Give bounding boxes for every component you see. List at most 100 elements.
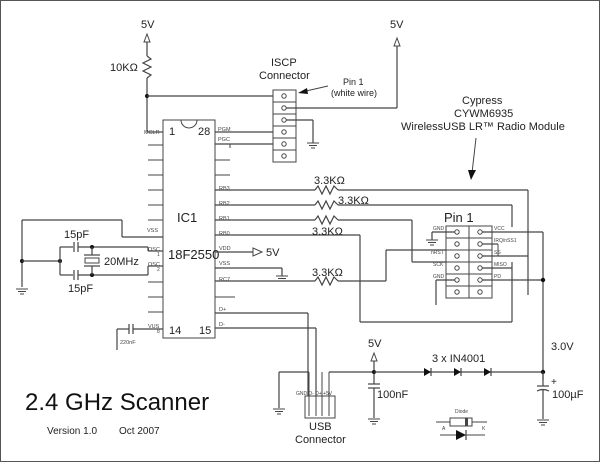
resistor-value: 3.3KΩ <box>314 175 345 187</box>
pullup-value: 10KΩ <box>110 62 138 74</box>
resistor-value: 3.3KΩ <box>312 267 343 279</box>
usb-connector: GND D- D+ +5V USB Connector <box>295 372 346 446</box>
ground-icon <box>307 142 319 149</box>
osc2-sub: 2 <box>157 267 160 273</box>
supply-arrow-icon <box>252 247 264 257</box>
wire-rb0: 3.3KΩ <box>215 226 513 323</box>
schematic-title: 2.4 GHz Scanner <box>25 389 209 416</box>
module-pin-nrst: nRST <box>431 250 444 256</box>
ground-icon <box>537 419 549 426</box>
supply-label: 5V <box>266 247 280 259</box>
rail-label: 3.0V <box>551 341 574 353</box>
arrow-icon <box>468 170 476 180</box>
ic1: 1 28 IC1 18F2550 14 15 MCLR VSS OSC OSC … <box>144 119 235 339</box>
resistor-rb3: 3.3KΩ <box>215 175 529 295</box>
pin-rb2: RB2 <box>219 201 230 207</box>
ic-pin28-number: 28 <box>198 126 210 138</box>
module-pin-vcc: VCC <box>494 226 505 232</box>
diode-icon <box>454 368 462 376</box>
vusb-sub: 8 <box>157 329 160 335</box>
cap-value: 220nF <box>120 340 136 346</box>
resistor-value: 3.3KΩ <box>338 195 369 207</box>
ic-pin15-number: 15 <box>199 325 211 337</box>
pin-vss-right: VSS <box>219 261 230 267</box>
cap-value: 15pF <box>64 229 89 241</box>
pin-mclr: MCLR <box>144 130 160 136</box>
module-vendor: Cypress <box>462 95 503 107</box>
resistor-value: 3.3KΩ <box>312 226 343 238</box>
ic-part: 18F2550 <box>168 247 219 262</box>
module-part: CYWM6935 <box>454 108 513 120</box>
arrow-icon <box>298 88 308 94</box>
resistor-rb1 <box>215 214 456 263</box>
module-pin-gnd: GND <box>433 226 445 232</box>
pin-osc2: OSC <box>148 262 160 268</box>
ic-pin1-number: 1 <box>169 126 175 138</box>
supply-arrow-icon <box>393 36 401 47</box>
module-pin1-label: Pin 1 <box>444 210 474 225</box>
supply-arrow-icon <box>370 351 378 362</box>
supply-arrow-icon <box>143 32 151 43</box>
ground-icon <box>273 408 285 415</box>
resistor-rb2: 3.3KΩ <box>215 195 513 227</box>
pin-rc7: RC7 <box>219 277 230 283</box>
module-pin-miso: MISO <box>494 262 507 268</box>
diode-icon <box>456 430 466 440</box>
radio-module-label: Cypress CYWM6935 WirelessUSB LR™ Radio M… <box>401 95 565 180</box>
crystal-value: 20MHz <box>104 256 139 268</box>
module-desc: WirelessUSB LR™ Radio Module <box>401 121 565 133</box>
legend-anode: A <box>442 426 446 432</box>
ground-icon <box>16 288 28 295</box>
usb-bypass-capacitor: 100nF <box>368 383 408 418</box>
note-line2: (white wire) <box>331 88 377 98</box>
iscp-title: ISCP <box>271 57 297 69</box>
pin-dminus: D- <box>219 322 225 328</box>
ground-icon <box>276 275 288 282</box>
ground-icon <box>368 418 380 425</box>
vusb-capacitor: 220nF <box>116 324 163 350</box>
usb-title-2: Connector <box>295 434 346 446</box>
ground-icon <box>426 239 438 246</box>
supply-label: 5V <box>390 19 404 31</box>
iscp-pin1-note: Pin 1 (white wire) <box>298 77 377 98</box>
module-pin-sck: SCK <box>433 262 444 268</box>
pin-rb0: RB0 <box>219 231 230 237</box>
version-label: Version 1.0 <box>47 426 97 437</box>
supply-5v-mclr: 5V <box>141 19 155 56</box>
pullup-resistor: 10KΩ <box>110 55 153 79</box>
usb-title: USB <box>309 421 332 433</box>
cap-value: 100µF <box>552 389 584 401</box>
cap-value: 100nF <box>377 389 408 401</box>
module-pin-gnd2: GND <box>433 274 445 280</box>
radio-module-header: Pin 1 GND nRST SCK GND VCC IRQ/nSS1 SS M… <box>431 210 517 299</box>
note-line1: Pin 1 <box>343 77 364 87</box>
iscp-connector: ISCP Connector <box>259 57 310 163</box>
diode-legend: Diode A K <box>436 409 487 440</box>
pin-vss-left: VSS <box>147 228 158 234</box>
oscillator: 15pF 15pF 20MHz <box>16 219 163 295</box>
pin-pgc: PGC <box>218 137 230 143</box>
module-pin-irq: IRQ/nSS1 <box>494 238 517 244</box>
pin-dplus: D+ <box>219 307 226 313</box>
pin-osc1: OSC <box>148 247 160 253</box>
pin-vdd: VDD <box>219 246 231 252</box>
polarity-mark: + <box>551 377 557 388</box>
diodes-label: 3 x IN4001 <box>432 353 485 365</box>
bulk-capacitor: + 100µF <box>536 372 584 419</box>
pin-pgm: PGM <box>218 127 231 133</box>
cap-value: 15pF <box>68 283 93 295</box>
date-label: Oct 2007 <box>119 426 160 437</box>
pin-rb3: RB3 <box>219 186 230 192</box>
module-pin-pd: PD <box>494 274 501 280</box>
usb-pin-labels: GND D- D+ +5V <box>296 391 333 397</box>
iscp-title-2: Connector <box>259 70 310 82</box>
diode-icon <box>424 368 432 376</box>
osc1-sub: 1 <box>157 252 160 258</box>
ic-pin14-number: 14 <box>169 325 181 337</box>
pin-vusb: VUS <box>148 324 160 330</box>
ic-ref: IC1 <box>177 210 197 225</box>
diode-icon <box>484 368 492 376</box>
pin-rb1: RB1 <box>219 216 230 222</box>
supply-label: 5V <box>141 19 155 31</box>
